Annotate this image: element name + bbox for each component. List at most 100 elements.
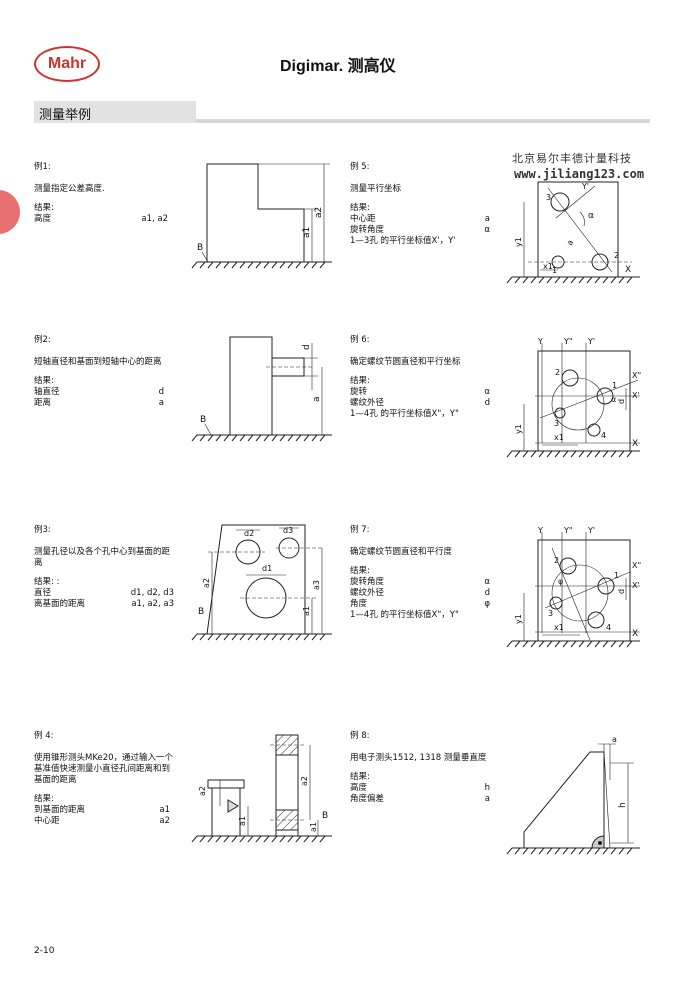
figure-6: Y Y" Y' X" X' X x1 y1 d α 2 1 3 4 <box>506 337 641 458</box>
result-label: 结果: <box>350 772 370 782</box>
dim-y1: y1 <box>514 424 523 434</box>
axis-x: X <box>632 439 638 449</box>
result-row: 1—4孔 的平行坐标值X"，Y" <box>350 610 459 620</box>
dim-a2: a2 <box>202 578 211 588</box>
example-desc: 测量孔径以及各个孔中心到基面的距离 <box>34 547 171 568</box>
dim-a1-left: a1 <box>238 816 247 826</box>
axis-x: X <box>632 629 638 639</box>
result-row: 1—4孔 的平行坐标值X"，Y" <box>350 409 459 419</box>
dim-h: h <box>618 802 628 808</box>
dim-a3: a3 <box>312 580 321 590</box>
hole-1: 1 <box>552 266 557 275</box>
example-title: 例3: <box>34 525 51 535</box>
dim-y1: y1 <box>514 237 523 247</box>
dim-a2-left: a2 <box>198 786 207 796</box>
dim-a1: a1 <box>302 227 312 238</box>
example-desc: 短轴直径和基面到短轴中心的距离 <box>34 357 162 367</box>
hole-3: 3 <box>548 609 553 618</box>
dim-d2: d2 <box>244 529 254 538</box>
figure-1: B a1 a2 <box>191 163 332 269</box>
result-label: 结果: <box>350 376 370 386</box>
axis-y-prime: Y' <box>587 526 595 535</box>
hole-1: 1 <box>612 381 617 390</box>
result-label: 结果: <box>34 794 54 804</box>
dim-a1: a1 <box>302 606 311 616</box>
hole-1: 1 <box>614 571 619 580</box>
page-number: 2-10 <box>34 946 55 956</box>
figure-2: d a B <box>191 336 332 442</box>
section-bar <box>34 101 196 123</box>
example-title: 例 7: <box>350 525 370 535</box>
base-label: B <box>198 607 204 617</box>
hole-4: 4 <box>601 431 606 440</box>
dim-y1: y1 <box>514 614 523 624</box>
figure-4: a2 a1 a2 a1 B <box>191 734 332 843</box>
base-label: B <box>322 811 328 821</box>
example-title: 例 5: <box>350 162 370 172</box>
dim-a: a <box>565 238 575 247</box>
dim-a2-right: a2 <box>300 776 309 786</box>
result-row: 1—3孔 的平行坐标值X'，Y' <box>350 236 456 246</box>
hole-2: 2 <box>614 251 619 260</box>
example-desc: 测量指定公差高度. <box>34 184 105 194</box>
base-label: B <box>200 415 206 425</box>
angle-alpha: α <box>611 395 616 404</box>
hole-4: 4 <box>606 623 611 632</box>
dim-d1: d1 <box>262 564 272 573</box>
dim-d: d <box>617 399 626 404</box>
result-label: 结果: <box>34 376 54 386</box>
axis-x-prime: X' <box>632 581 640 590</box>
dim-x1: x1 <box>543 262 553 271</box>
axis-y-double-prime: Y" <box>563 337 573 346</box>
example-title: 例2: <box>34 335 51 345</box>
dim-a: a <box>612 735 617 744</box>
result-label: 结果: <box>350 203 370 213</box>
section-title: 测量举例 <box>39 108 92 123</box>
dim-d: d <box>302 344 312 350</box>
figure-3: d2 d3 d1 a2 a1 a3 B <box>191 524 332 641</box>
result-label: 结果: <box>350 566 370 576</box>
axis-y-prime: Y' <box>581 182 589 191</box>
figure-8: a h <box>506 735 640 855</box>
dim-a1-right: a1 <box>309 822 318 832</box>
dim-x1: x1 <box>554 623 564 632</box>
example-desc: 用电子测头1512, 1318 测量垂直度 <box>350 753 487 763</box>
result-label: 结果: <box>34 203 54 213</box>
logo-text: Mahr <box>47 55 87 72</box>
example-title: 例1: <box>34 162 51 172</box>
page-title: Digimar. 测高仪 <box>280 58 396 75</box>
base-label: B <box>197 243 203 253</box>
axis-x: X <box>625 265 631 275</box>
axis-x-double-prime: X" <box>632 371 641 380</box>
result-label: 结果: : <box>34 577 60 587</box>
example-desc: 确定螺纹节圆直径和平行坐标 <box>350 357 461 367</box>
dim-d3: d3 <box>283 526 293 535</box>
example-desc: 确定螺纹节圆直径和平行度 <box>350 547 453 557</box>
angle-phi: φ <box>558 577 563 586</box>
hole-2: 2 <box>555 368 560 377</box>
side-tab-marker <box>0 190 20 234</box>
axis-x-double-prime: X" <box>632 561 641 570</box>
example-title: 例 4: <box>34 731 54 741</box>
example-desc: 测量平行坐标 <box>350 184 402 194</box>
axis-y-double-prime: Y" <box>563 526 573 535</box>
dim-d: d <box>617 589 626 594</box>
dim-a: a <box>312 396 322 402</box>
